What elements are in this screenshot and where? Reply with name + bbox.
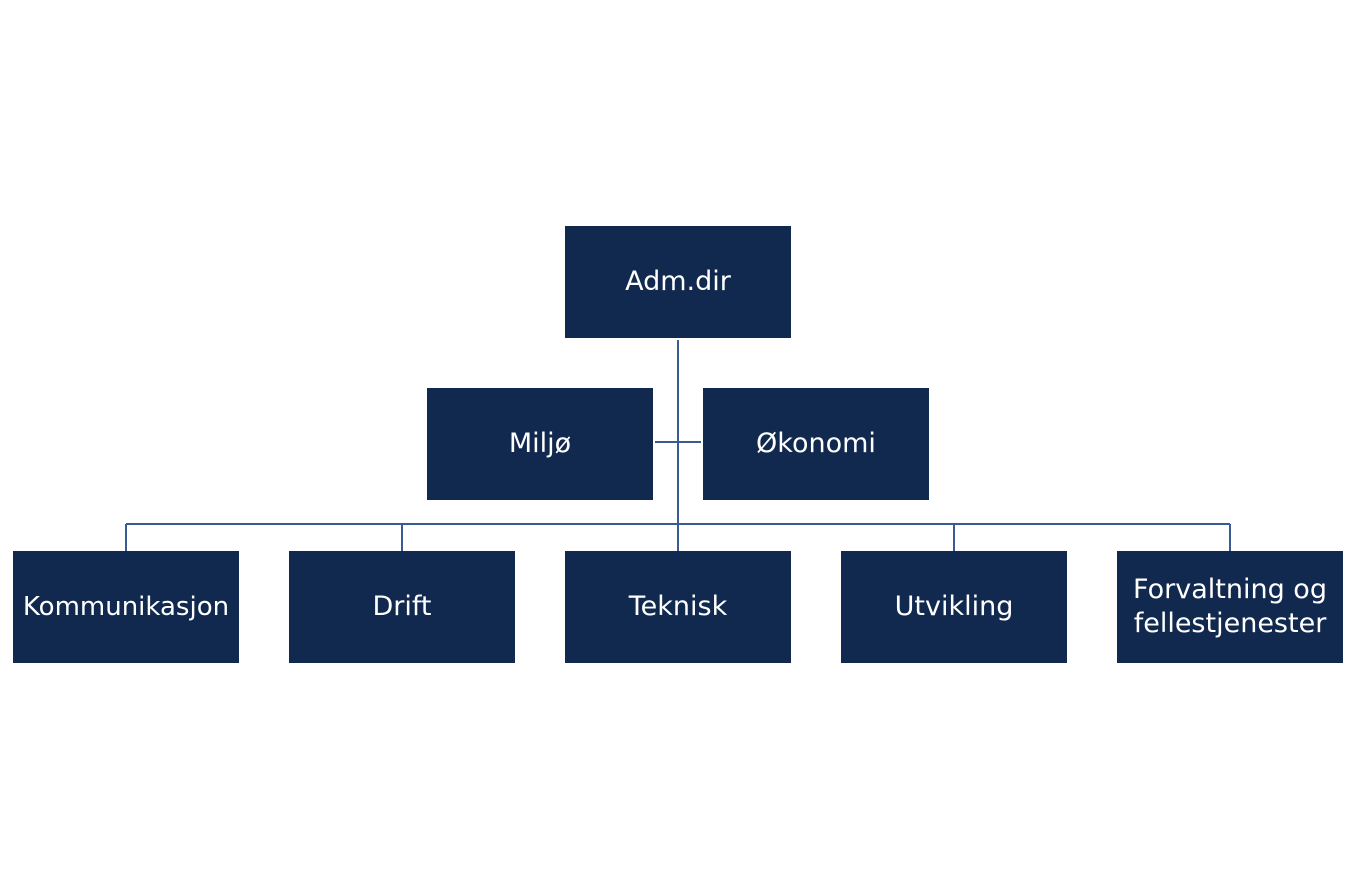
org-box-label: Drift xyxy=(372,591,432,622)
org-box-label: Utvikling xyxy=(894,591,1014,622)
org-box-label: Adm.dir xyxy=(625,266,731,297)
org-box-miljo: Miljø xyxy=(427,388,653,500)
org-box-label: Kommunikasjon xyxy=(22,592,230,622)
org-box-teknisk: Teknisk xyxy=(565,551,791,663)
org-box-adm-dir: Adm.dir xyxy=(565,226,791,338)
org-box-label: Teknisk xyxy=(628,591,728,622)
org-box-label: Økonomi xyxy=(756,428,876,459)
org-box-kommunikasjon: Kommunikasjon xyxy=(13,551,239,663)
org-box-okonomi: Økonomi xyxy=(703,388,929,500)
org-box-forvaltning-og-fellestjenester: Forvaltning og fellestjenester xyxy=(1117,551,1343,663)
org-box-drift: Drift xyxy=(289,551,515,663)
org-box-label: Miljø xyxy=(508,428,572,459)
org-box-utvikling: Utvikling xyxy=(841,551,1067,663)
org-box-label: Forvaltning og fellestjenester xyxy=(1133,574,1327,639)
